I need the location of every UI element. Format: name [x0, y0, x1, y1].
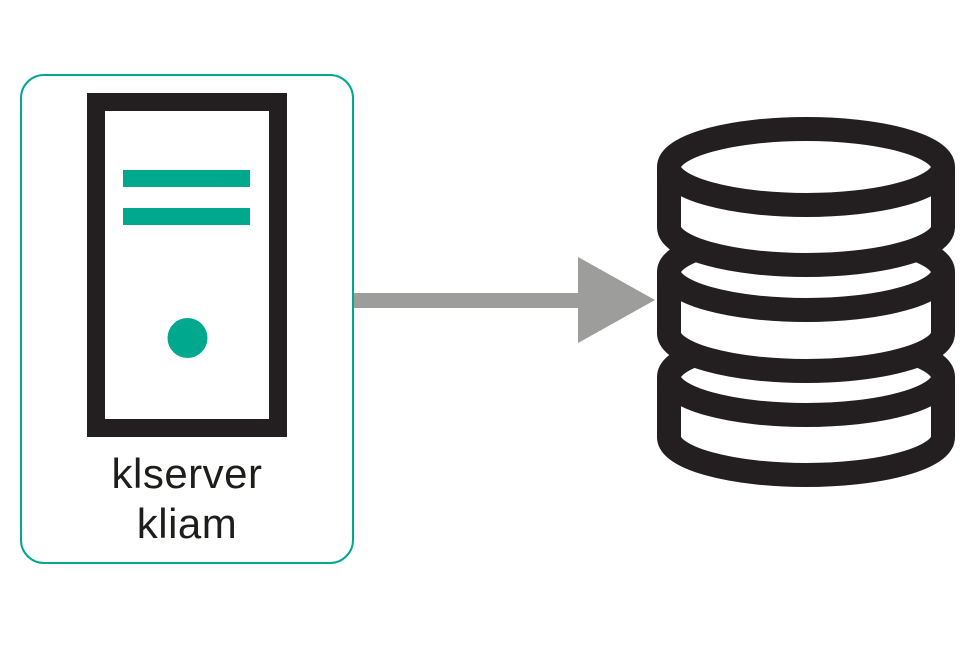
server-slot-top	[123, 170, 250, 187]
arrow-right-icon	[354, 257, 655, 343]
node-label-line2: kliam	[136, 500, 238, 547]
server-case	[87, 93, 287, 437]
node-label-line1: klserver	[111, 450, 263, 497]
database-icon	[657, 117, 955, 487]
arrow-shaft	[354, 293, 586, 308]
server-icon	[87, 93, 287, 437]
server-slot-bottom	[123, 208, 250, 225]
node-label: klserver kliam	[20, 449, 354, 549]
arrow-head	[578, 257, 655, 343]
db-disk-top-rim	[657, 117, 955, 217]
server-power-led	[167, 318, 208, 358]
